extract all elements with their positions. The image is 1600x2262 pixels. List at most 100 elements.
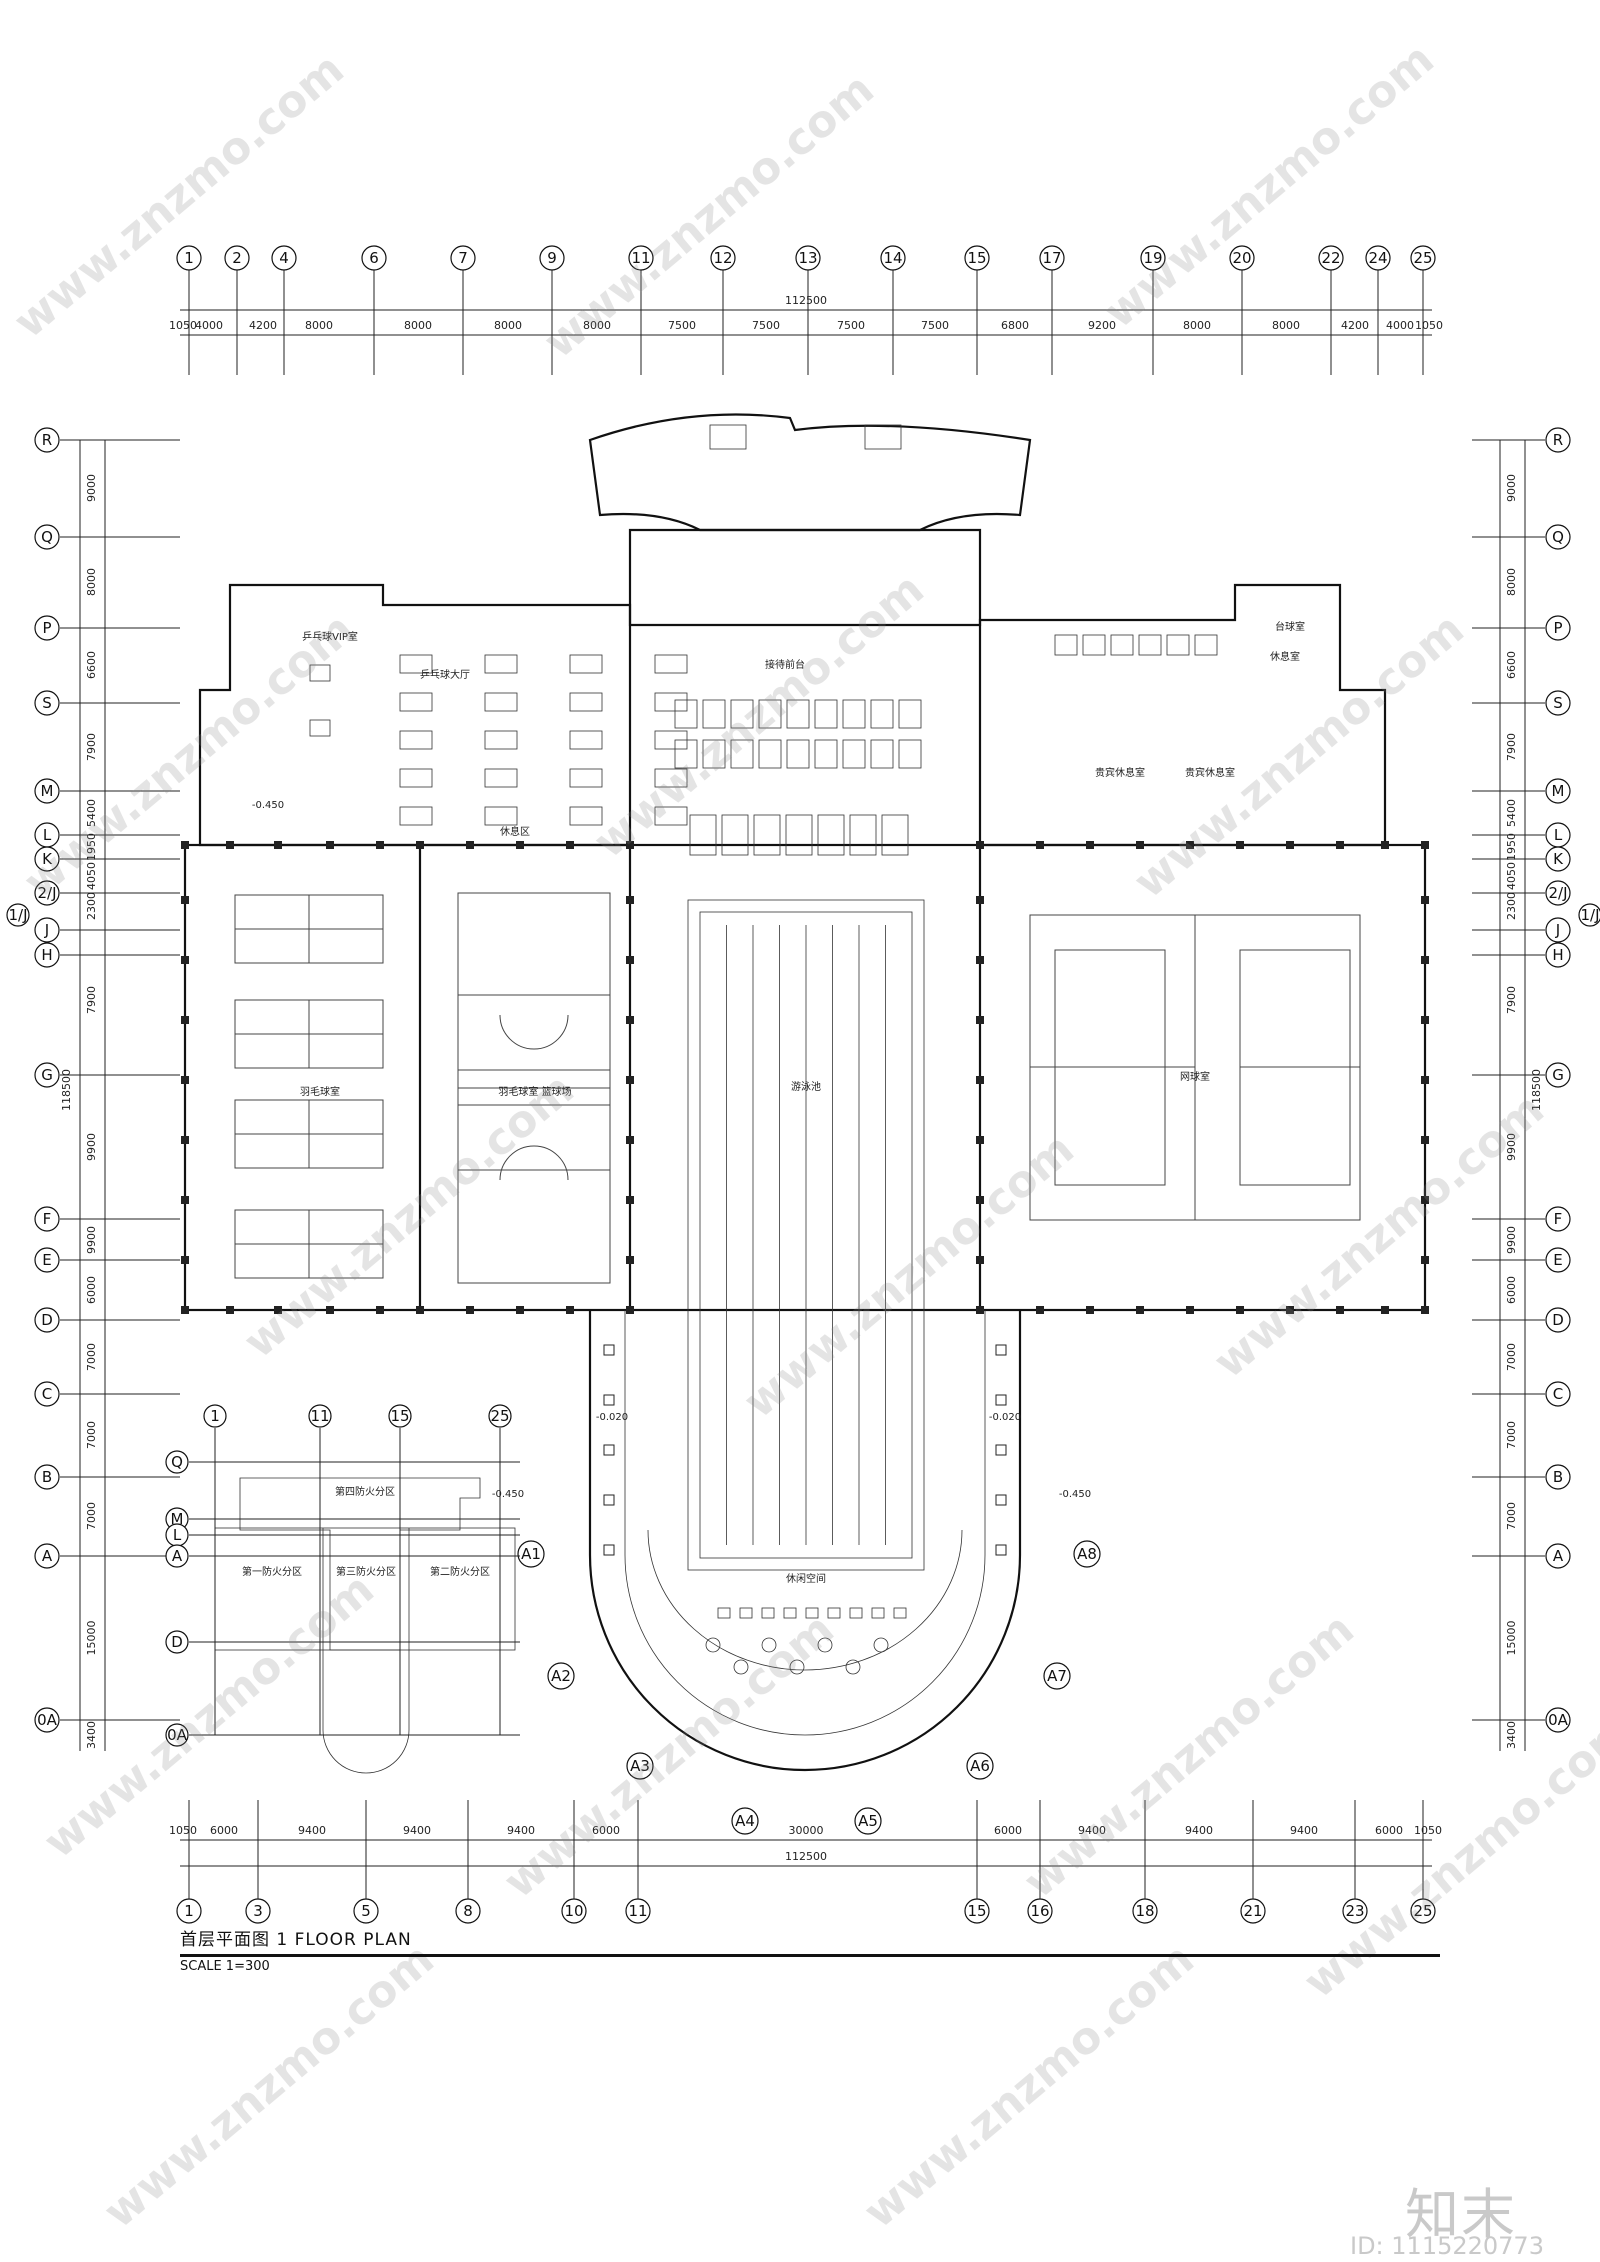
dimension-value: 9400 (403, 1824, 431, 1837)
column (274, 841, 282, 849)
watermark: www.znzmo.com (94, 1934, 443, 2239)
axis-label: 15 (967, 1902, 986, 1920)
watermark: www.znzmo.com (584, 564, 933, 869)
axis-label: 1/J (1580, 906, 1599, 924)
axis-label: 23 (1345, 1902, 1364, 1920)
column (1286, 841, 1294, 849)
dimension-value: 8000 (404, 319, 432, 332)
cubicle (870, 699, 894, 729)
axis-label: P (42, 619, 51, 637)
title-underline (180, 1954, 1440, 1957)
room-pingpong: 乒乓球大厅 (420, 668, 470, 681)
axis-bubble (1545, 942, 1571, 968)
table (733, 1659, 749, 1675)
dimension-value: 4050 (85, 862, 98, 890)
axis-label: 0A (1548, 1711, 1569, 1729)
cubicle (730, 739, 754, 769)
room-labels: 羽毛球室 羽毛球室 篮球场 游泳池 网球室 休闲空间 乒乓球大厅 乒乓球VIP室… (300, 620, 1305, 1585)
dimension-value: 9400 (1078, 1824, 1106, 1837)
cubicle (702, 739, 726, 769)
ping-pong-table (399, 654, 433, 674)
cubicle (758, 699, 782, 729)
axis-label: 1 (184, 249, 194, 267)
axis-label: 1 (184, 1902, 194, 1920)
axis-label: G (41, 1066, 53, 1084)
dimension-value: 30000 (789, 1824, 824, 1837)
axis-label: 12 (713, 249, 732, 267)
axis-label: H (41, 946, 52, 964)
table (845, 1659, 861, 1675)
column (626, 841, 634, 849)
drawing-title-block: 首层平面图 1 FLOOR PLAN SCALE 1=300 (180, 1925, 1440, 1974)
column (226, 841, 234, 849)
axis-label: A7 (1047, 1667, 1067, 1685)
axis-label: M (171, 1510, 184, 1528)
dimension-value: 8000 (1505, 568, 1518, 596)
axis-label: A2 (551, 1667, 571, 1685)
axis-bubble (1545, 778, 1571, 804)
chair (805, 1607, 819, 1619)
room-pool: 游泳池 (791, 1080, 821, 1093)
column (1381, 841, 1389, 849)
column (181, 1256, 189, 1264)
level-marks: -0.450 -0.450 -0.450 -0.020 -0.020 (252, 800, 1091, 1500)
axis-label: 19 (1143, 249, 1162, 267)
watermark: www.znzmo.com (14, 604, 363, 909)
column (1236, 1306, 1244, 1314)
axis-bubble (517, 1540, 545, 1568)
zone-label: 第三防火分区 (336, 1565, 396, 1578)
table (873, 1637, 889, 1653)
column (1186, 1306, 1194, 1314)
dimension-value: 7000 (1505, 1421, 1518, 1449)
ping-pong-tables (309, 654, 688, 826)
axis-bubble (308, 1404, 332, 1428)
column (626, 956, 634, 964)
column (626, 1196, 634, 1204)
zone-label: 第一防火分区 (242, 1565, 302, 1578)
axis-label: 11 (310, 1407, 329, 1425)
cubicle (785, 814, 813, 856)
axis-label: Q (41, 528, 53, 546)
brand-id: ID: 1115220773 (1350, 2232, 1544, 2260)
axis-label: M (41, 782, 54, 800)
axis-label: L (173, 1526, 182, 1544)
cubicle (898, 699, 922, 729)
axis-label: 11 (628, 1902, 647, 1920)
table (789, 1659, 805, 1675)
axis-label: 21 (1243, 1902, 1262, 1920)
axis-label: C (1553, 1385, 1563, 1403)
column (566, 1306, 574, 1314)
axis-label: G (1552, 1066, 1564, 1084)
dimension-value: 9900 (85, 1226, 98, 1254)
axis-label: 10 (564, 1902, 583, 1920)
axis-label: A (1553, 1547, 1564, 1565)
zone-label: 第二防火分区 (430, 1565, 490, 1578)
axis-label: 1 (210, 1407, 220, 1425)
axis-label: A4 (735, 1812, 755, 1830)
ping-pong-table (309, 664, 331, 682)
dimension-value: 6000 (994, 1824, 1022, 1837)
axis-label: 15 (390, 1407, 409, 1425)
watermark: www.znzmo.com (1124, 604, 1473, 909)
axis-label: D (41, 1311, 53, 1329)
cubicle (753, 814, 781, 856)
axis-label: B (1553, 1468, 1563, 1486)
axis-label: 20 (1232, 249, 1251, 267)
axis-label: B (42, 1468, 52, 1486)
dimension-value: 6800 (1001, 319, 1029, 332)
column (995, 1444, 1007, 1456)
column (1421, 956, 1429, 964)
dimension-value: 8000 (494, 319, 522, 332)
axis-label: 25 (490, 1407, 509, 1425)
axis-label: 13 (798, 249, 817, 267)
cubicle (881, 814, 909, 856)
ping-pong-table (484, 768, 518, 788)
room-leisure: 休闲空间 (786, 1572, 826, 1585)
column (976, 1076, 984, 1084)
ping-pong-table (484, 654, 518, 674)
column (466, 841, 474, 849)
cubicle (814, 739, 838, 769)
dimension-value: 6000 (592, 1824, 620, 1837)
axis-bubble (34, 1206, 60, 1232)
cubicle (786, 699, 810, 729)
